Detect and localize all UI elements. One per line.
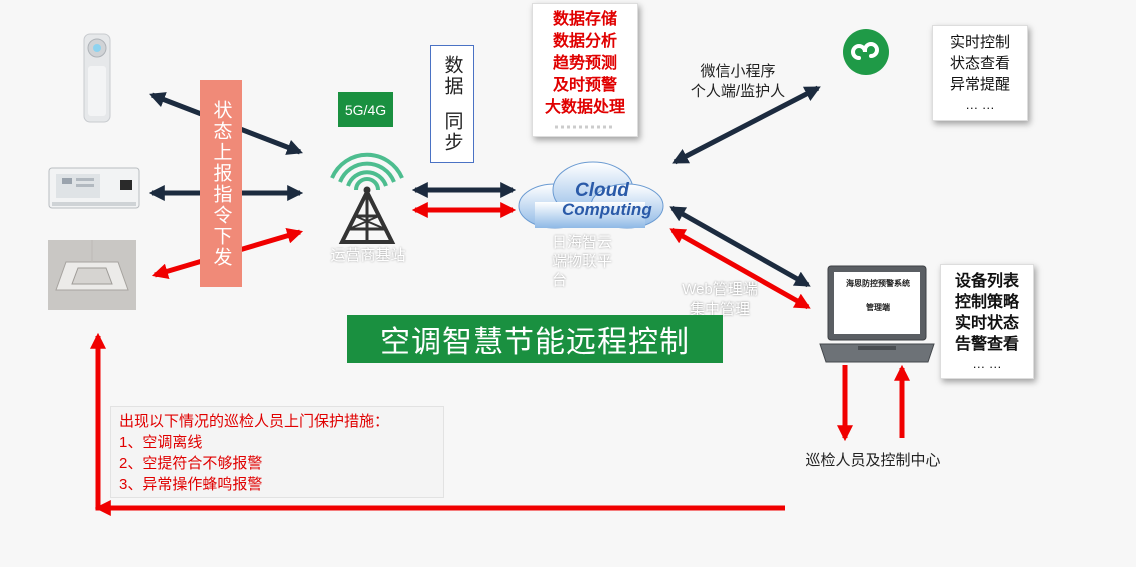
cloud-function-4: 大数据处理 xyxy=(544,99,625,116)
wechat-label: 微信小程序 个人端/监护人 xyxy=(668,62,808,102)
web-function-3: 告警查看 xyxy=(954,335,1019,353)
mobile-function-2: 异常提醒 xyxy=(949,76,1010,93)
web-management-label: Web管理端 集中管理 xyxy=(655,280,785,320)
web-label-2: 集中管理 xyxy=(689,301,750,318)
wall-ac-device xyxy=(48,166,140,214)
cell-tower-icon xyxy=(318,132,416,246)
cloud-functions-box: 数据存储 数据分析 趋势预测 及时预警 大数据处理 xyxy=(532,3,638,137)
status-command-label: 状态上报指令下发 xyxy=(210,99,232,268)
notes-box: 出现以下情况的巡检人员上门保护措施： 1、空调离线 2、空提符合不够报警 3、异… xyxy=(110,406,444,498)
mobile-function-0: 实时控制 xyxy=(949,34,1010,51)
network-label: 5G/4G xyxy=(344,101,387,118)
dots-decoration xyxy=(555,125,615,129)
status-command-box: 状态上报指令下发 xyxy=(200,80,242,287)
arrow-cloud-laptop-red xyxy=(669,227,811,310)
web-function-4: … … xyxy=(972,355,1002,371)
title-banner: 空调智慧节能远程控制 xyxy=(347,315,723,363)
laptop-screen-subtitle: 管理端 xyxy=(866,303,890,312)
network-badge: 5G/4G xyxy=(338,92,393,127)
mobile-functions-box: 实时控制 状态查看 异常提醒 … … xyxy=(932,25,1028,121)
web-function-1: 控制策略 xyxy=(954,293,1019,311)
cloud-function-2: 趋势预测 xyxy=(552,55,617,72)
web-function-0: 设备列表 xyxy=(954,272,1019,290)
notes-item-1: 2、空提符合不够报警 xyxy=(119,455,263,472)
cloud-platform-label: 日海智云端物联平台 xyxy=(552,234,613,289)
mini-program-icon xyxy=(842,28,890,76)
cassette-ac-device xyxy=(48,240,136,310)
tower-fan-device xyxy=(82,32,112,124)
cloud-function-3: 及时预警 xyxy=(552,77,617,94)
notes-item-0: 1、空调离线 xyxy=(119,434,203,451)
arrow-cloud-laptop-dark xyxy=(669,205,811,288)
inspector-label: 巡检人员及控制中心 xyxy=(805,452,941,469)
cloud-word-2: Computing xyxy=(562,200,652,219)
data-sync-label-1: 数据 xyxy=(441,55,463,97)
mobile-function-1: 状态查看 xyxy=(949,55,1010,72)
mobile-function-3: … … xyxy=(965,97,995,112)
base-station-label: 运营商基站 xyxy=(330,247,406,264)
cloud-function-1: 数据分析 xyxy=(552,33,617,50)
web-functions-box: 设备列表 控制策略 实时状态 告警查看 … … xyxy=(940,264,1034,379)
cloud-computing-icon xyxy=(515,160,667,232)
data-sync-box: 数据 同步 xyxy=(430,45,474,163)
page-title: 空调智慧节能远程控制 xyxy=(380,326,690,359)
wechat-label-2: 个人端/监护人 xyxy=(690,83,786,100)
laptop-icon xyxy=(818,264,936,364)
cloud-function-0: 数据存储 xyxy=(552,11,617,28)
wechat-label-1: 微信小程序 xyxy=(700,63,776,80)
notes-header: 出现以下情况的巡检人员上门保护措施： xyxy=(119,413,390,430)
cloud-word-1: Cloud xyxy=(575,180,629,201)
web-label-1: Web管理端 xyxy=(682,281,758,298)
web-function-2: 实时状态 xyxy=(954,314,1019,332)
data-sync-label-2: 同步 xyxy=(441,111,463,153)
laptop-screen-title: 海思防控预警系统 xyxy=(846,279,910,288)
notes-item-2: 3、异常操作蜂鸣报警 xyxy=(119,476,263,493)
arrow-cloud-wechat xyxy=(672,85,821,165)
